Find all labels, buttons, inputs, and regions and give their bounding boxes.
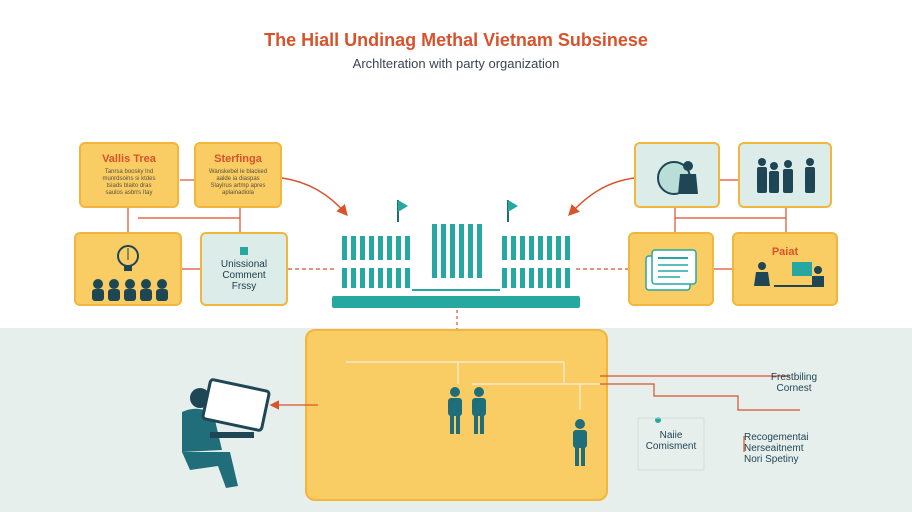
- box-body-line: Slaylrus artmp apres: [210, 183, 266, 189]
- box-body-line: saulos asbrrs Itay: [105, 190, 153, 196]
- documents-box: [628, 232, 714, 306]
- box-title: Paiat: [771, 246, 799, 258]
- box-title: Vallis Trea: [102, 153, 156, 165]
- box-body-line: Wanskebel le blacked: [208, 169, 268, 175]
- connector-line: [600, 383, 800, 411]
- presenter-icon: [657, 161, 698, 195]
- box-body: Tanrsa boosky lnd munrdsoins si ktdes ts…: [96, 169, 161, 197]
- info-box-vallis-trea: Vallis Trea Tanrsa boosky lnd munrdsoins…: [79, 142, 179, 208]
- box-title: Sterfinga: [214, 153, 262, 165]
- lightbulb-icon: [117, 245, 139, 271]
- label-line: Unissional: [220, 258, 268, 270]
- people-idea-box: [74, 232, 182, 306]
- small-teal-icon: [240, 246, 248, 255]
- info-box-sterfinga: Sterfinga Wanskebel le blacked aalde ia …: [194, 142, 282, 208]
- side-label-frestbiling: Frestbiling Cornest: [744, 372, 844, 394]
- side-label-naiie: Naiie Comisment: [638, 430, 704, 452]
- label-line: Nori Spetiny: [744, 454, 799, 465]
- box-body-line: tsiads blaito dras: [106, 183, 152, 189]
- label-line: Naiie: [659, 430, 683, 441]
- meeting-box: [738, 142, 832, 208]
- label-line: Nerseaitnemt: [744, 443, 804, 454]
- presenter-box: [634, 142, 720, 208]
- flow-arrow: [281, 177, 348, 217]
- label-line: Comment: [222, 269, 266, 281]
- meeting-icon: [757, 158, 815, 193]
- comment-label: Unissional Comment Frssy: [221, 259, 267, 292]
- box-body-line: munrdsoins si ktdes: [102, 176, 156, 182]
- label-line: Frssy: [231, 280, 257, 292]
- comment-box: Unissional Comment Frssy: [200, 232, 288, 306]
- flow-arrow: [568, 177, 635, 217]
- person-icon: [573, 419, 587, 466]
- label-line: Recogementai: [744, 432, 809, 443]
- organization-panel: [305, 329, 608, 501]
- box-body-line: aalde ia diaspas: [216, 176, 260, 182]
- side-label-recogementai: Recogementai Nerseaitnemt Nori Spetiny: [744, 432, 836, 465]
- box-body-line: Tanrsa boosky lnd: [104, 169, 154, 175]
- desk-worker-icon: [754, 262, 824, 287]
- document-stack-icon: [645, 249, 697, 291]
- box-body-line: aplainadiola: [221, 190, 255, 196]
- person-icon: [472, 387, 486, 434]
- label-line: Comisment: [645, 441, 697, 452]
- label-line: Frestbiling: [770, 372, 818, 383]
- page-title: The Hiall Undinag Methal Vietnam Subsine…: [264, 30, 648, 50]
- person-laptop-icon: [182, 378, 271, 488]
- person-icon: [448, 387, 462, 434]
- box-body: Wanskebel le blacked aalde ia diaspas Sl…: [203, 169, 273, 197]
- label-line: Cornest: [776, 383, 812, 394]
- desk-worker-box: Paiat: [732, 232, 838, 306]
- page-subtitle: Archlteration with party organization: [352, 56, 560, 71]
- people-group-icon: [92, 245, 168, 301]
